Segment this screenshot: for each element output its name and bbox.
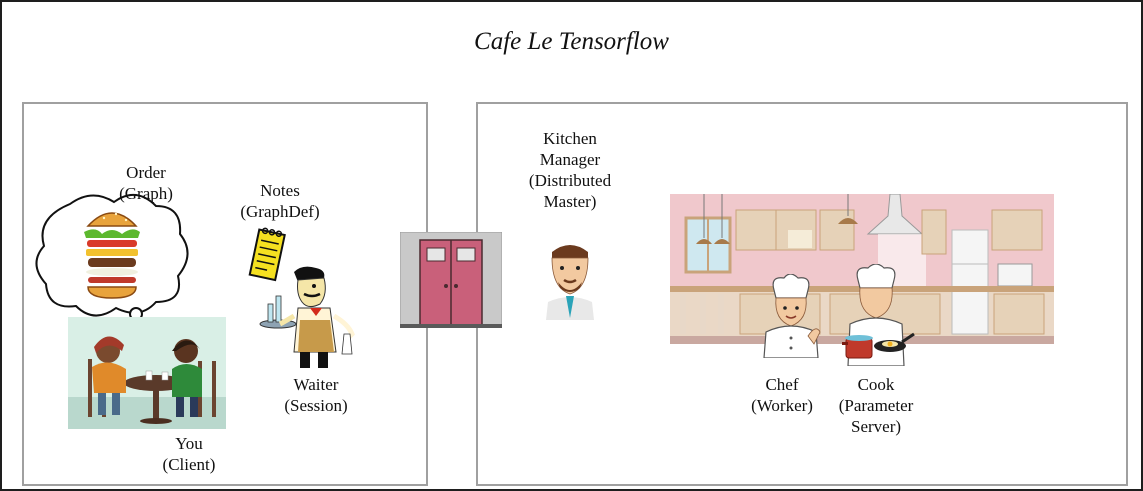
order-label: Order (Graph): [119, 163, 173, 203]
cook-label: Cook (Parameter Server): [838, 375, 914, 436]
diagram-title: Cafe Le Tensorflow: [474, 28, 669, 55]
notes-label: Notes (GraphDef): [240, 181, 320, 221]
cook-figure: [842, 264, 915, 366]
chef-label: Chef (Worker): [751, 375, 813, 415]
kitchen-door-icon: [400, 232, 502, 328]
chef-figure: [763, 274, 821, 358]
client-table-scene: [68, 317, 226, 429]
you-label: You (Client): [162, 434, 216, 474]
waiter-figure: [259, 266, 355, 368]
kitchen-manager-figure: [546, 245, 594, 320]
kitchen-manager-label: Kitchen Manager (Distributed Master): [528, 129, 612, 211]
waiter-label: Waiter (Session): [284, 375, 348, 415]
burger-icon: [84, 212, 140, 299]
notepad-icon: [248, 227, 286, 282]
